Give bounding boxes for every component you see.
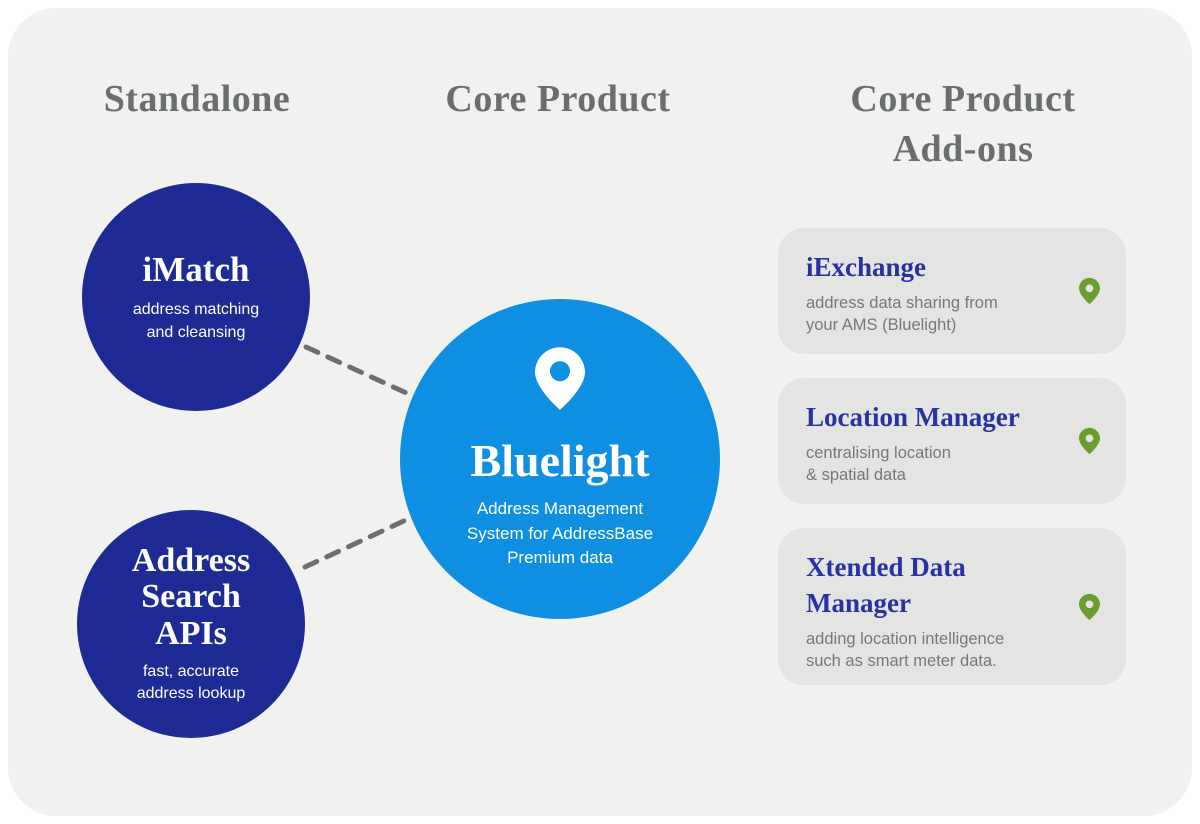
address-search-apis-circle: Address Search APIs fast, accurate addre…: [77, 510, 305, 738]
location-pin-icon: [1079, 277, 1100, 305]
imatch-circle: iMatch address matching and cleansing: [82, 183, 310, 411]
address-search-apis-title: Address Search APIs: [131, 541, 251, 652]
location-pin-icon: [535, 347, 585, 410]
location-pin-icon: [1079, 427, 1100, 455]
addon-card-location-manager: Location Manager centralising location &…: [778, 378, 1126, 504]
addon-card-title: Location Manager: [806, 402, 1020, 432]
imatch-description: address matching and cleansing: [132, 301, 260, 341]
address-search-apis-description: fast, accurate address lookup: [136, 662, 246, 703]
column-heading-core-product-addons: Core Product Add-ons: [850, 78, 1076, 171]
imatch-title: iMatch: [142, 250, 250, 290]
bluelight-title: Bluelight: [470, 435, 650, 486]
location-pin-icon: [1079, 593, 1100, 620]
bluelight-description: Address Management System for AddressBas…: [466, 499, 654, 568]
addon-card-iexchange: iExchange address data sharing from your…: [778, 228, 1126, 354]
column-heading-standalone: Standalone: [103, 78, 291, 120]
addon-card-description: centralising location & spatial data: [806, 443, 951, 485]
addon-card-title: iExchange: [806, 252, 927, 282]
addon-card-title: Xtended Data Manager: [806, 552, 966, 618]
addon-card-xtended-data-manager: Xtended Data Manager adding location int…: [778, 528, 1126, 685]
bluelight-circle: Bluelight Address Management System for …: [400, 299, 720, 619]
addon-card-description: adding location intelligence such as sma…: [806, 629, 1005, 670]
addon-card-description: address data sharing from your AMS (Blue…: [806, 293, 998, 335]
column-heading-core-product: Core Product: [445, 78, 671, 120]
